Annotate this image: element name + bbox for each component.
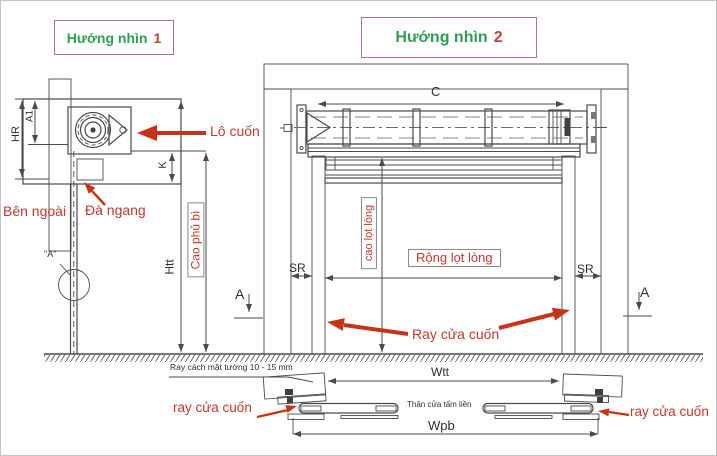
- bottom-ray-arrows: [256, 405, 630, 419]
- label-than-cua: Thân cửa tấm liền: [407, 400, 472, 409]
- wall-top-band: [263, 63, 629, 90]
- dim-a1: A1: [24, 109, 36, 123]
- label-ray-right: ray cửa cuốn: [630, 404, 709, 419]
- dim-sr-left: SR: [289, 261, 306, 275]
- dim-hr: HR: [9, 126, 22, 142]
- label-detail-a: "A": [44, 249, 57, 259]
- dim-wpb: Wpb: [428, 418, 455, 433]
- label-lo-cuon: Lô cuốn: [210, 123, 260, 139]
- view1-title: Hướng nhìn: [66, 29, 148, 46]
- dim-sr-right: SR: [577, 262, 594, 276]
- guide-track-left: [311, 155, 326, 355]
- view1-title-number: 1: [153, 29, 162, 46]
- dim-k: K: [156, 161, 169, 169]
- ray-cua-cuon-arrows: [327, 307, 570, 336]
- lo-cuon-arrow: [137, 125, 206, 141]
- guide-track-right: [561, 155, 576, 355]
- view2-title-box: Hướng nhìn 2: [361, 17, 537, 58]
- wall-column: [48, 78, 72, 252]
- roller-housing: [67, 106, 132, 155]
- label-cao-lot-long: cao lọt lòng: [360, 196, 378, 270]
- label-ray-cua-cuon: Ray cửa cuốn: [412, 326, 500, 342]
- dim-wtt: Wtt: [431, 365, 449, 379]
- label-cao-phu-bi: Cao phủ bì: [187, 202, 205, 278]
- view1-dimensions: [15, 98, 209, 352]
- wall-left-column: [263, 88, 292, 355]
- view2-title: Hướng nhìn: [395, 28, 488, 46]
- door-panel-section: [298, 402, 594, 414]
- section-mark-a-right: A: [640, 284, 650, 300]
- hood-box: [22, 98, 182, 185]
- da-ngang-arrow: [84, 182, 106, 206]
- section-mark-a-left: A: [235, 286, 245, 302]
- roller-barrel: [280, 101, 607, 154]
- view2-title-number: 2: [493, 28, 503, 46]
- label-ray-left: ray cửa cuốn: [173, 400, 252, 415]
- curtain: [307, 143, 581, 184]
- wall-section-left: [262, 372, 327, 405]
- roller-coil: [74, 111, 128, 149]
- motor-unit: [548, 109, 571, 145]
- view2-front-view: [234, 63, 652, 355]
- detail-callout-circle: [58, 269, 90, 301]
- label-rong-lot-long: Rộng lọt lòng: [408, 249, 501, 268]
- view1-title-box: Hướng nhìn 1: [54, 20, 174, 55]
- wpb-dimension: [292, 418, 599, 437]
- view1-side-view: [15, 78, 209, 354]
- wall-section-right: [562, 373, 623, 404]
- ground-line: [44, 353, 703, 362]
- view2-dimensions: [234, 158, 652, 352]
- door-guide-track: [69, 151, 78, 354]
- note-ray-cach: Ray cách mặt tường 10 - 15 mm: [170, 362, 293, 372]
- bottom-section-view: [169, 372, 630, 437]
- rail-brackets: [287, 413, 600, 420]
- label-da-ngang: Đà ngang: [85, 202, 146, 218]
- dim-c: C: [431, 84, 441, 99]
- wall-right-column: [600, 88, 629, 355]
- label-ben-ngoai: Bên ngoài: [3, 203, 67, 219]
- dim-htt: Htt: [162, 259, 177, 275]
- lintel-beam: [76, 158, 104, 181]
